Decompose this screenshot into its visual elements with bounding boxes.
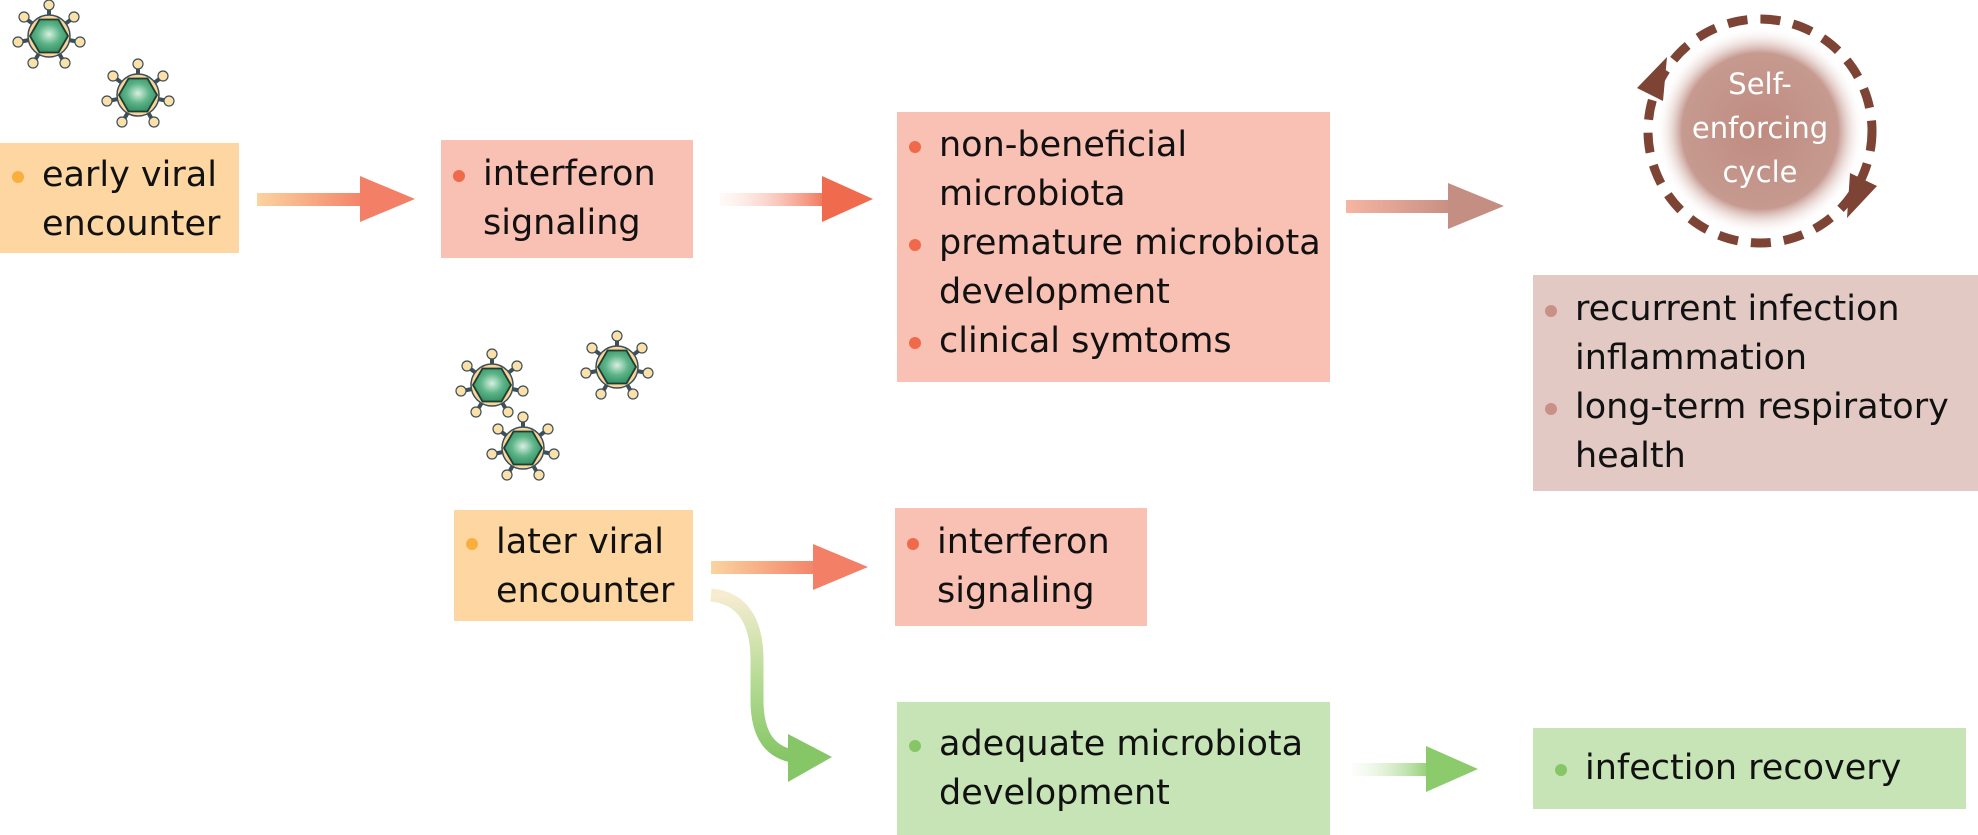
bullet-icon [453, 170, 465, 182]
list-item: non-beneficial microbiota [897, 121, 1326, 219]
bullet-icon [909, 337, 921, 349]
cycle-label: Self- enforcing cycle [1691, 67, 1829, 189]
list-item: adequate microbiota development [897, 720, 1326, 818]
virus-icon [485, 410, 561, 482]
interferon-signaling-box-bottom: interferon signaling [895, 508, 1147, 626]
virus-icon [579, 329, 655, 401]
later-viral-encounter-box: later viral encounter [454, 510, 693, 621]
bullet-icon [12, 171, 24, 183]
self-enforcing-cycle [1637, 14, 1877, 248]
arrow-right-icon [720, 176, 873, 222]
bullet-icon [909, 239, 921, 251]
list-item: early viral encounter [0, 151, 233, 249]
long-term-effects-box: recurrent infection inflammation long-te… [1533, 275, 1978, 491]
bullet-icon [466, 538, 478, 550]
list-item: premature microbiota development [897, 219, 1326, 317]
negative-outcomes-box: non-beneficial microbiota premature micr… [897, 112, 1330, 382]
virus-icon [454, 347, 530, 419]
virus-icon [11, 0, 87, 70]
early-viral-encounter-box: early viral encounter [0, 143, 239, 253]
bullet-icon [1545, 305, 1557, 317]
infection-recovery-box: infection recovery [1533, 728, 1966, 809]
bullet-icon [1555, 764, 1567, 776]
arrow-right-icon [1346, 183, 1504, 229]
virus-icon [100, 57, 176, 129]
list-item: interferon signaling [441, 150, 687, 248]
bullet-icon [909, 740, 921, 752]
list-item: clinical symtoms [897, 317, 1326, 366]
bullet-icon [1545, 403, 1557, 415]
list-item: long-term respiratory health [1533, 383, 1974, 481]
adequate-microbiota-box: adequate microbiota development [897, 702, 1330, 835]
list-item: infection recovery [1543, 744, 1962, 793]
cycle-arrow-icon [1637, 57, 1667, 101]
arrow-right-icon [711, 544, 868, 590]
curved-arrow-icon [710, 588, 832, 782]
list-item: recurrent infection inflammation [1533, 285, 1974, 383]
bullet-icon [907, 538, 919, 550]
arrow-right-icon [1352, 746, 1478, 792]
list-item: later viral encounter [454, 518, 689, 616]
arrow-right-icon [257, 176, 415, 222]
list-item: interferon signaling [895, 518, 1143, 616]
bullet-icon [909, 141, 921, 153]
interferon-signaling-box-top: interferon signaling [441, 140, 693, 258]
cycle-arrow-icon [1847, 173, 1877, 218]
